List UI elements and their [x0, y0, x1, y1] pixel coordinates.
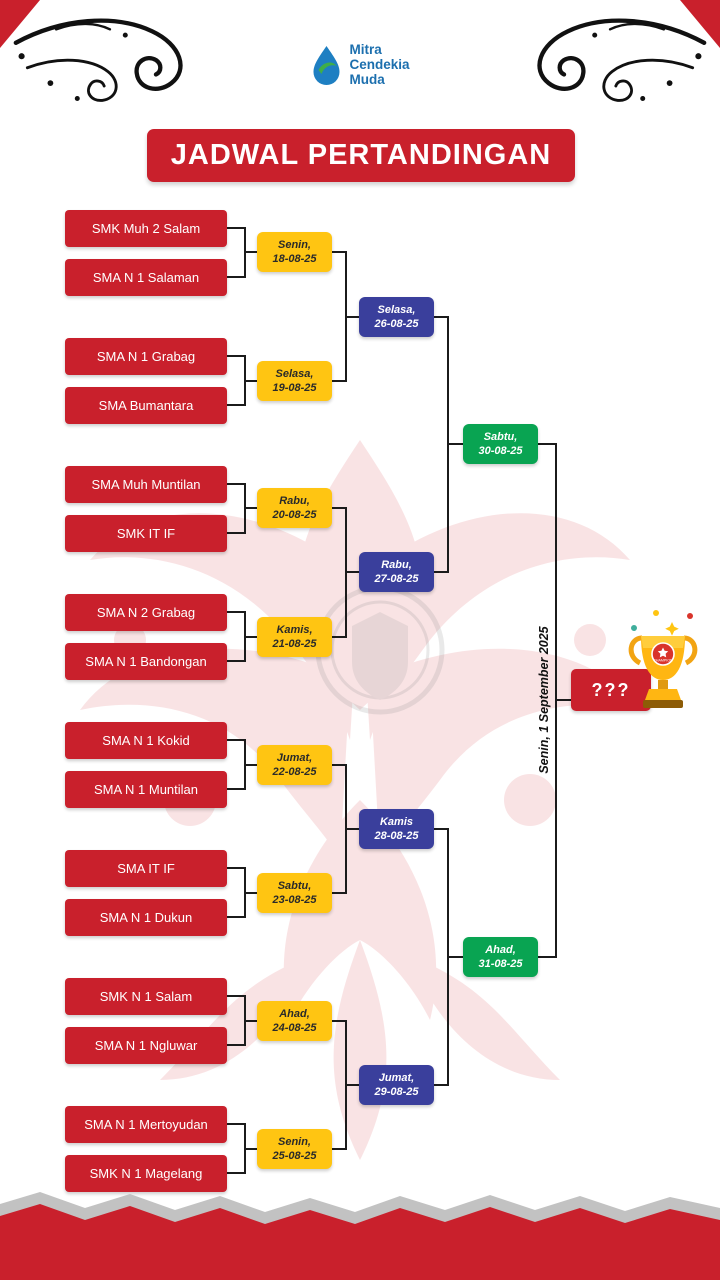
- team-box: SMA N 1 Mertoyudan: [65, 1106, 227, 1143]
- round2-date-badge: Kamis 28-08-25: [359, 809, 434, 849]
- match-date: 18-08-25: [272, 253, 317, 265]
- champion-ribbon-label: CHAMPION: [653, 659, 673, 663]
- logo-line-3: Muda: [349, 72, 385, 88]
- match-date: 29-08-25: [374, 1086, 419, 1098]
- round1-date-badge: Senin, 18-08-25: [257, 232, 332, 272]
- team-box: SMK Muh 2 Salam: [65, 210, 227, 247]
- trophy-icon: CHAMPION: [628, 610, 698, 708]
- match-date: 22-08-25: [272, 766, 317, 778]
- final-winner-box: ???: [571, 669, 651, 711]
- team-box: SMA Muh Muntilan: [65, 466, 227, 503]
- match-day: Senin,: [277, 238, 311, 251]
- match-day: Kamis: [379, 815, 414, 828]
- match-date: 21-08-25: [272, 638, 317, 650]
- team-box: SMA N 2 Grabag: [65, 594, 227, 631]
- logo-line-1: Mitra: [349, 42, 382, 57]
- round1-date-badge: Ahad, 24-08-25: [257, 1001, 332, 1041]
- match-date: 27-08-25: [374, 573, 419, 585]
- page-title: JADWAL PERTANDINGAN: [170, 139, 552, 171]
- flourish-ornament-right: [537, 18, 707, 102]
- match-day: Sabtu,: [483, 430, 518, 443]
- corner-wedge-left: [0, 0, 40, 48]
- logo-line-2: Cendekia: [349, 57, 410, 73]
- match-date: 31-08-25: [478, 958, 523, 970]
- team-box: SMK IT IF: [65, 515, 227, 552]
- match-day: Rabu,: [381, 558, 412, 571]
- match-date: 30-08-25: [478, 445, 523, 457]
- round1-date-badge: Sabtu, 23-08-25: [257, 873, 332, 913]
- match-date: 20-08-25: [272, 509, 317, 521]
- drop-logo-icon: [313, 45, 340, 85]
- title-banner: JADWAL PERTANDINGAN: [147, 129, 575, 182]
- winner-placeholder: ???: [591, 679, 631, 700]
- round1-date-badge: Jumat, 22-08-25: [257, 745, 332, 785]
- match-day: Ahad,: [485, 943, 516, 956]
- match-day: Sabtu,: [277, 879, 312, 892]
- match-day: Selasa,: [275, 367, 314, 380]
- match-date: 25-08-25: [272, 1150, 317, 1162]
- team-box: SMA IT IF: [65, 850, 227, 887]
- team-box: SMA N 1 Dukun: [65, 899, 227, 936]
- match-day: Selasa,: [377, 303, 416, 316]
- team-box: SMA N 1 Salaman: [65, 259, 227, 296]
- match-day: Jumat,: [378, 1071, 415, 1084]
- team-box: SMA N 1 Muntilan: [65, 771, 227, 808]
- team-box: SMA N 1 Grabag: [65, 338, 227, 375]
- team-box: SMK N 1 Magelang: [65, 1155, 227, 1192]
- match-date: 28-08-25: [374, 830, 419, 842]
- round3-date-badge: Sabtu, 30-08-25: [463, 424, 538, 464]
- team-box: SMA N 1 Ngluwar: [65, 1027, 227, 1064]
- corner-wedge-right: [680, 0, 720, 48]
- round1-date-badge: Rabu, 20-08-25: [257, 488, 332, 528]
- organizer-logo: Mitra Cendekia Muda: [310, 42, 410, 87]
- match-date: 19-08-25: [272, 382, 317, 394]
- organizer-name: Mitra Cendekia Muda: [349, 42, 409, 87]
- match-date: 24-08-25: [272, 1022, 317, 1034]
- team-box: SMA N 1 Kokid: [65, 722, 227, 759]
- round3-date-badge: Ahad, 31-08-25: [463, 937, 538, 977]
- match-day: Ahad,: [279, 1007, 310, 1020]
- round1-date-badge: Selasa, 19-08-25: [257, 361, 332, 401]
- match-date: 23-08-25: [272, 894, 317, 906]
- match-date: 26-08-25: [374, 318, 419, 330]
- match-day: Senin,: [277, 1135, 311, 1148]
- team-box: SMA N 1 Bandongan: [65, 643, 227, 680]
- round1-date-badge: Senin, 25-08-25: [257, 1129, 332, 1169]
- round1-date-badge: Kamis, 21-08-25: [257, 617, 332, 657]
- round2-date-badge: Jumat, 29-08-25: [359, 1065, 434, 1105]
- team-box: SMA Bumantara: [65, 387, 227, 424]
- round2-date-badge: Rabu, 27-08-25: [359, 552, 434, 592]
- round2-date-badge: Selasa, 26-08-25: [359, 297, 434, 337]
- match-day: Jumat,: [276, 751, 313, 764]
- team-box: SMK N 1 Salam: [65, 978, 227, 1015]
- match-day: Kamis,: [276, 623, 313, 636]
- flourish-ornament-left: [13, 18, 183, 102]
- match-day: Rabu,: [279, 494, 310, 507]
